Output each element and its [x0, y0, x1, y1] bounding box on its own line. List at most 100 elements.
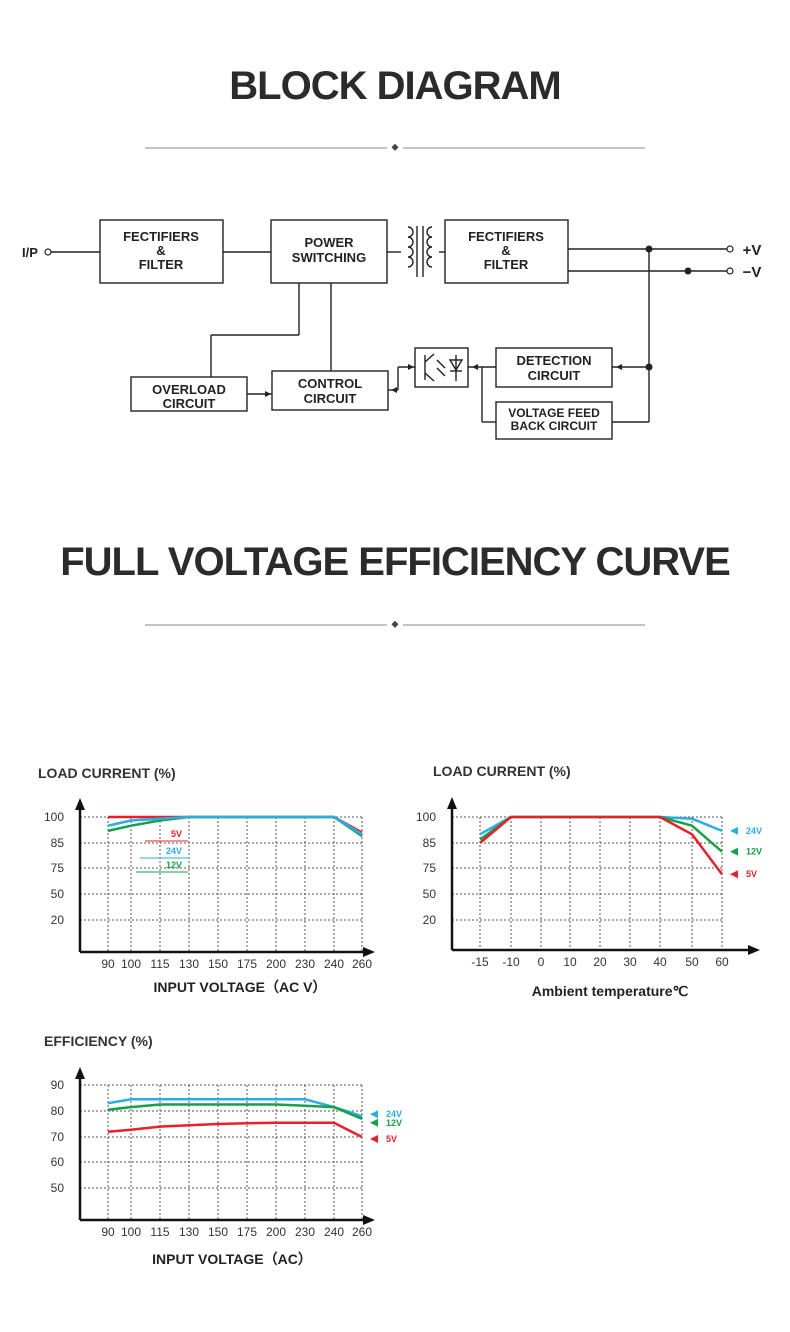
title-divider	[145, 143, 645, 151]
chart-title: LOAD CURRENT (%)	[433, 763, 571, 779]
y-axis-arrow	[75, 1067, 85, 1079]
output-neg-label: −V	[743, 264, 762, 281]
power-switching-line2: SWITCHING	[292, 250, 366, 265]
rectifier-out-line3: FILTER	[484, 257, 529, 272]
x-tick-label: 150	[208, 1225, 228, 1239]
legend-arrow	[730, 826, 738, 835]
x-tick-label: 10	[563, 955, 577, 969]
x-tick-label: 20	[593, 955, 607, 969]
y-tick-label: 90	[51, 1078, 65, 1092]
y-tick-label: 100	[44, 810, 64, 824]
x-tick-label: 150	[208, 957, 228, 971]
x-axis-label: INPUT VOLTAGE（AC）	[152, 1251, 312, 1267]
x-tick-label: 230	[295, 1225, 315, 1239]
power-switching-line1: POWER	[304, 235, 354, 250]
x-tick-label: 100	[121, 957, 141, 971]
y-axis-arrow	[75, 798, 85, 810]
x-axis-arrow	[748, 945, 760, 955]
series-line-5v	[107, 1121, 363, 1139]
block-diagram-title: BLOCK DIAGRAM	[229, 64, 561, 108]
series-line-12v	[479, 815, 723, 853]
legend-label-12v: 12V	[166, 860, 182, 870]
x-tick-label: 230	[295, 957, 315, 971]
legend-label-5v: 5V	[746, 869, 757, 879]
chart-title: LOAD CURRENT (%)	[38, 765, 176, 781]
chart-title: EFFICIENCY (%)	[44, 1033, 153, 1049]
y-tick-label: 60	[51, 1155, 65, 1169]
legend-arrow	[370, 1118, 378, 1127]
x-tick-label: 240	[324, 957, 344, 971]
y-tick-label: 80	[51, 1104, 65, 1118]
legend-label-12v: 12V	[386, 1118, 402, 1128]
x-tick-label: -15	[471, 955, 489, 969]
optocoupler-block	[414, 347, 469, 388]
x-axis-label: INPUT VOLTAGE（AC V）	[154, 979, 327, 995]
series-line-5v	[479, 815, 723, 875]
control-line1: CONTROL	[298, 376, 362, 391]
series-line-12v	[107, 1103, 363, 1120]
x-tick-label: 130	[179, 957, 199, 971]
x-tick-label: 60	[715, 955, 729, 969]
x-tick-label: 240	[324, 1225, 344, 1239]
x-tick-label: 175	[237, 957, 257, 971]
rectifier-in-line3: FILTER	[139, 257, 184, 272]
x-tick-label: 90	[101, 1225, 115, 1239]
x-tick-label: 30	[623, 955, 637, 969]
y-tick-label: 20	[423, 913, 437, 927]
x-tick-label: 115	[150, 1225, 169, 1239]
control-line2: CIRCUIT	[304, 391, 357, 406]
x-tick-label: 100	[121, 1225, 141, 1239]
feedback-line2: BACK CIRCUIT	[511, 419, 598, 433]
x-tick-label: 130	[179, 1225, 199, 1239]
feedback-line1: VOLTAGE FEED	[508, 406, 600, 420]
series-line-24v	[107, 1098, 363, 1118]
legend-arrow	[730, 847, 738, 856]
y-tick-label: 50	[51, 887, 65, 901]
legend-label-12v: 12V	[746, 847, 762, 857]
input-label: I/P	[22, 245, 38, 260]
overload-line2: CIRCUIT	[163, 396, 216, 411]
load-vs-temperature-chart: LOAD CURRENT (%) 100 85 75 50 20 -15 -10 0 10 20 30…	[416, 763, 762, 999]
x-tick-label: 115	[150, 957, 169, 971]
rectifier-out-line2: &	[501, 243, 510, 258]
output-pos-label: +V	[743, 242, 762, 259]
x-tick-label: 0	[538, 955, 545, 969]
output-neg-terminal	[726, 267, 734, 275]
x-tick-label: -10	[502, 955, 520, 969]
legend-label-24v: 24V	[746, 826, 762, 836]
y-tick-label: 50	[423, 887, 437, 901]
series-line-24v	[107, 815, 363, 836]
output-pos-terminal	[726, 245, 734, 253]
x-axis-arrow	[363, 1215, 375, 1225]
y-tick-label: 100	[416, 810, 436, 824]
y-tick-label: 75	[423, 861, 437, 875]
y-tick-label: 50	[51, 1181, 65, 1195]
x-tick-label: 200	[266, 957, 286, 971]
y-tick-label: 85	[51, 836, 65, 850]
y-tick-label: 20	[51, 913, 65, 927]
legend-label-5v: 5V	[386, 1134, 397, 1144]
legend-arrow	[370, 1110, 378, 1119]
y-tick-label: 75	[51, 861, 65, 875]
efficiency-section-title: FULL VOLTAGE EFFICIENCY CURVE	[60, 540, 731, 584]
y-axis-arrow	[447, 797, 457, 809]
x-tick-label: 175	[237, 1225, 257, 1239]
feedback-block	[495, 401, 613, 440]
rectifier-in-line2: &	[156, 243, 165, 258]
x-tick-label: 50	[685, 955, 699, 969]
legend-label-5v: 5V	[171, 829, 182, 839]
y-tick-label: 85	[423, 836, 437, 850]
x-tick-label: 200	[266, 1225, 286, 1239]
x-axis-label: Ambient temperature℃	[532, 983, 689, 999]
x-tick-label: 40	[653, 955, 667, 969]
rectifier-in-line1: FECTIFIERS	[123, 229, 199, 244]
x-tick-label: 260	[352, 957, 372, 971]
detection-line2: CIRCUIT	[528, 368, 581, 383]
legend-label-24v: 24V	[166, 846, 182, 856]
input-terminal	[44, 248, 52, 256]
detection-line1: DETECTION	[516, 353, 591, 368]
section-divider	[145, 620, 645, 628]
legend-arrow	[730, 870, 738, 879]
